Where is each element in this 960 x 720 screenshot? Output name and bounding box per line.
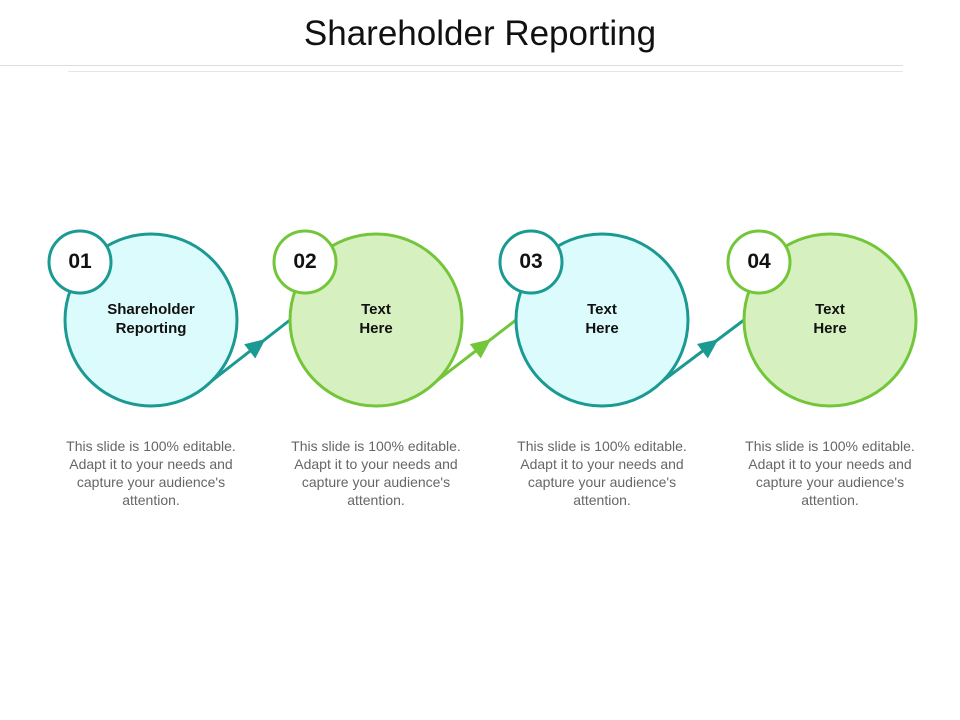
step-label-3: Text Here: [585, 301, 619, 337]
step-label-2: Text Here: [359, 301, 393, 337]
connector-line-1: [208, 318, 291, 385]
connector-arrowhead-3: [697, 339, 719, 359]
slide-title: Shareholder Reporting: [303, 14, 657, 53]
step-number-badge-2: [272, 229, 338, 295]
step-description-3: This slide is 100% editable. Adapt it to…: [517, 438, 687, 508]
title-divider-top: [0, 65, 903, 66]
step-number-1: 01: [68, 250, 92, 273]
step-number-badge-1: [47, 229, 113, 295]
connector-arrowhead-1: [244, 339, 266, 359]
step-number-2: 02: [293, 250, 317, 273]
connector-line-2: [433, 318, 517, 385]
step-description-2: This slide is 100% editable. Adapt it to…: [291, 438, 461, 508]
step-number-4: 04: [747, 250, 771, 273]
step-label-1: Shareholder Reporting: [107, 301, 195, 337]
step-description-1: This slide is 100% editable. Adapt it to…: [66, 438, 236, 508]
step-number-3: 03: [519, 250, 543, 273]
connector-arrowhead-2: [469, 339, 492, 359]
connector-line-3: [659, 318, 745, 385]
step-number-badge-3: [498, 229, 564, 295]
step-number-badge-4: [726, 229, 792, 295]
step-label-4: Text Here: [813, 301, 847, 337]
step-description-4: This slide is 100% editable. Adapt it to…: [745, 438, 915, 508]
title-divider-bottom: [68, 71, 903, 72]
